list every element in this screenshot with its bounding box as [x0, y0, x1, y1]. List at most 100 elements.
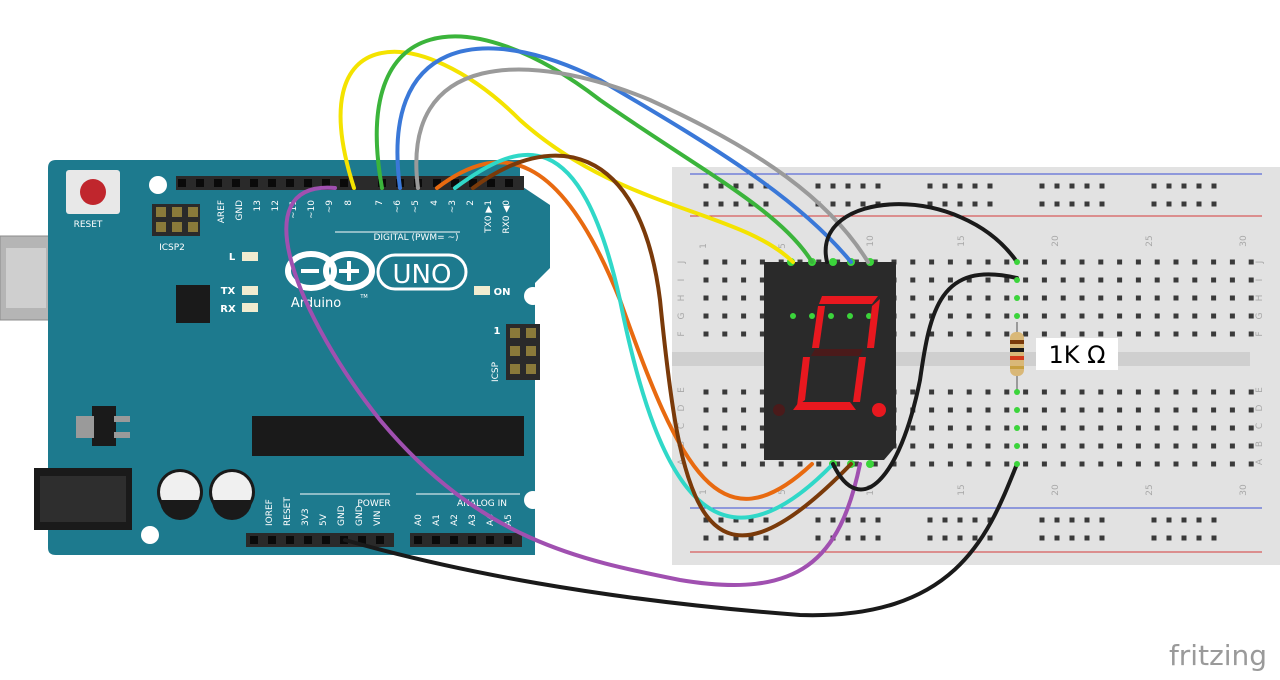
- analog-pin-socket-5[interactable]: [504, 536, 512, 544]
- wire-brown: [471, 153, 853, 538]
- digital-pin-label-11: 4: [430, 200, 440, 206]
- bb-hole-41: [910, 277, 916, 283]
- capacitor-right: [209, 469, 255, 520]
- bb-col-num-bottom-25: 25: [1145, 484, 1155, 495]
- bb-hole-103: [947, 313, 953, 319]
- bb-hole-148: [1229, 331, 1235, 337]
- bb-hole-324: [1211, 183, 1217, 189]
- bb-hole-121: [722, 331, 728, 337]
- bb-hole-380: [815, 535, 821, 541]
- bb-hole-287: [1023, 461, 1029, 467]
- power-pin-socket-0[interactable]: [250, 536, 258, 544]
- bb-hole-165: [985, 389, 991, 395]
- digital-pin-socket-14[interactable]: [451, 179, 459, 187]
- bb-hole-307: [845, 183, 851, 189]
- analog-pin-socket-2[interactable]: [450, 536, 458, 544]
- digital-pin-socket-9[interactable]: [340, 179, 348, 187]
- bb-hole-72: [929, 295, 935, 301]
- digital-pin-socket-4[interactable]: [250, 179, 258, 187]
- power-pin-socket-1[interactable]: [268, 536, 276, 544]
- power-pin-socket-3[interactable]: [304, 536, 312, 544]
- bb-hole-363: [972, 517, 978, 523]
- analog-pin-socket-4[interactable]: [486, 536, 494, 544]
- power-pin-label-5: GND: [355, 505, 365, 526]
- bb-hole-177: [1211, 389, 1217, 395]
- bb-hole-281: [910, 461, 916, 467]
- bb-hole-152: [741, 389, 747, 395]
- bb-hole-397: [1181, 535, 1187, 541]
- bb-hole-274: [778, 461, 784, 467]
- digital-pin-socket-16[interactable]: [487, 179, 495, 187]
- bb-hole-341: [1054, 201, 1060, 207]
- bb-hole-344: [1099, 201, 1105, 207]
- bb-hole-205: [1173, 407, 1179, 413]
- bb-hole-336: [942, 201, 948, 207]
- power-pin-socket-2[interactable]: [286, 536, 294, 544]
- bb-hole-178: [1229, 389, 1235, 395]
- bb-hole-260: [1079, 443, 1085, 449]
- reset-button-cap[interactable]: [80, 179, 106, 205]
- power-pin-socket-4[interactable]: [322, 536, 330, 544]
- bb-hole-168: [1041, 389, 1047, 395]
- power-label: POWER: [357, 499, 390, 509]
- digital-pin-socket-3[interactable]: [232, 179, 240, 187]
- wire-yellow: [338, 49, 795, 264]
- bb-hole-372: [1181, 517, 1187, 523]
- bb-hole-384: [875, 535, 881, 541]
- digital-pin-socket-2[interactable]: [214, 179, 222, 187]
- bb-hole-376: [718, 535, 724, 541]
- bb-hole-229: [1060, 425, 1066, 431]
- power-pin-socket-6[interactable]: [358, 536, 366, 544]
- bb-hole-132: [929, 331, 935, 337]
- segment-dp-left: [773, 404, 785, 416]
- digital-pin-socket-8[interactable]: [322, 179, 330, 187]
- bb-hole-73: [947, 295, 953, 301]
- bb-hole-210: [703, 425, 709, 431]
- digital-pin-socket-17[interactable]: [505, 179, 513, 187]
- bb-hole-131: [910, 331, 916, 337]
- analog-pin-socket-1[interactable]: [432, 536, 440, 544]
- power-pin-label-0: IOREF: [265, 499, 275, 526]
- bb-hole-89: [1248, 295, 1254, 301]
- digital-pin-socket-6[interactable]: [286, 179, 294, 187]
- bb-hole-71: [910, 295, 916, 301]
- bb-hole-226: [1004, 425, 1010, 431]
- bb-hole-108: [1041, 313, 1047, 319]
- digital-pin-socket-15[interactable]: [469, 179, 477, 187]
- power-pin-socket-7[interactable]: [376, 536, 384, 544]
- bb-hole-26: [1192, 259, 1198, 265]
- display-row-dot-3: [828, 313, 834, 319]
- bb-hole-360: [927, 517, 933, 523]
- fritzing-watermark: fritzing: [1169, 639, 1267, 672]
- bb-hole-317: [1069, 183, 1075, 189]
- bb-hole-2: [741, 259, 747, 265]
- bb-hole-308: [860, 183, 866, 189]
- bb-hole-0: [703, 259, 709, 265]
- digital-pin-socket-5[interactable]: [268, 179, 276, 187]
- bb-hole-139: [1060, 331, 1066, 337]
- bb-hole-374: [1211, 517, 1217, 523]
- bb-row-h-right: H: [1255, 295, 1265, 302]
- digital-pin-socket-7[interactable]: [304, 179, 312, 187]
- mounting-hole-right-bottom: [524, 491, 542, 509]
- digital-pin-socket-13[interactable]: [433, 179, 441, 187]
- bb-hole-356: [830, 517, 836, 523]
- digital-pin-socket-0[interactable]: [178, 179, 186, 187]
- bb-hole-56: [1192, 277, 1198, 283]
- bb-hole-11: [910, 259, 916, 265]
- analog-pin-socket-3[interactable]: [468, 536, 476, 544]
- bb-hole-123: [759, 331, 765, 337]
- bb-hole-313: [972, 183, 978, 189]
- digital-pin-socket-1[interactable]: [196, 179, 204, 187]
- usb-connector-inner: [6, 248, 46, 308]
- led-tx: [242, 286, 258, 295]
- analog-pin-socket-0[interactable]: [414, 536, 422, 544]
- dc-power-jack-inner: [40, 476, 126, 522]
- bb-hole-12: [929, 259, 935, 265]
- bb-hole-198: [1041, 407, 1047, 413]
- bb-hole-83: [1135, 295, 1141, 301]
- bb-hole-77: [1023, 295, 1029, 301]
- bb-hole-221: [910, 425, 916, 431]
- arduino-infinity-logo: [285, 251, 375, 291]
- voltage-regulator: [92, 406, 116, 446]
